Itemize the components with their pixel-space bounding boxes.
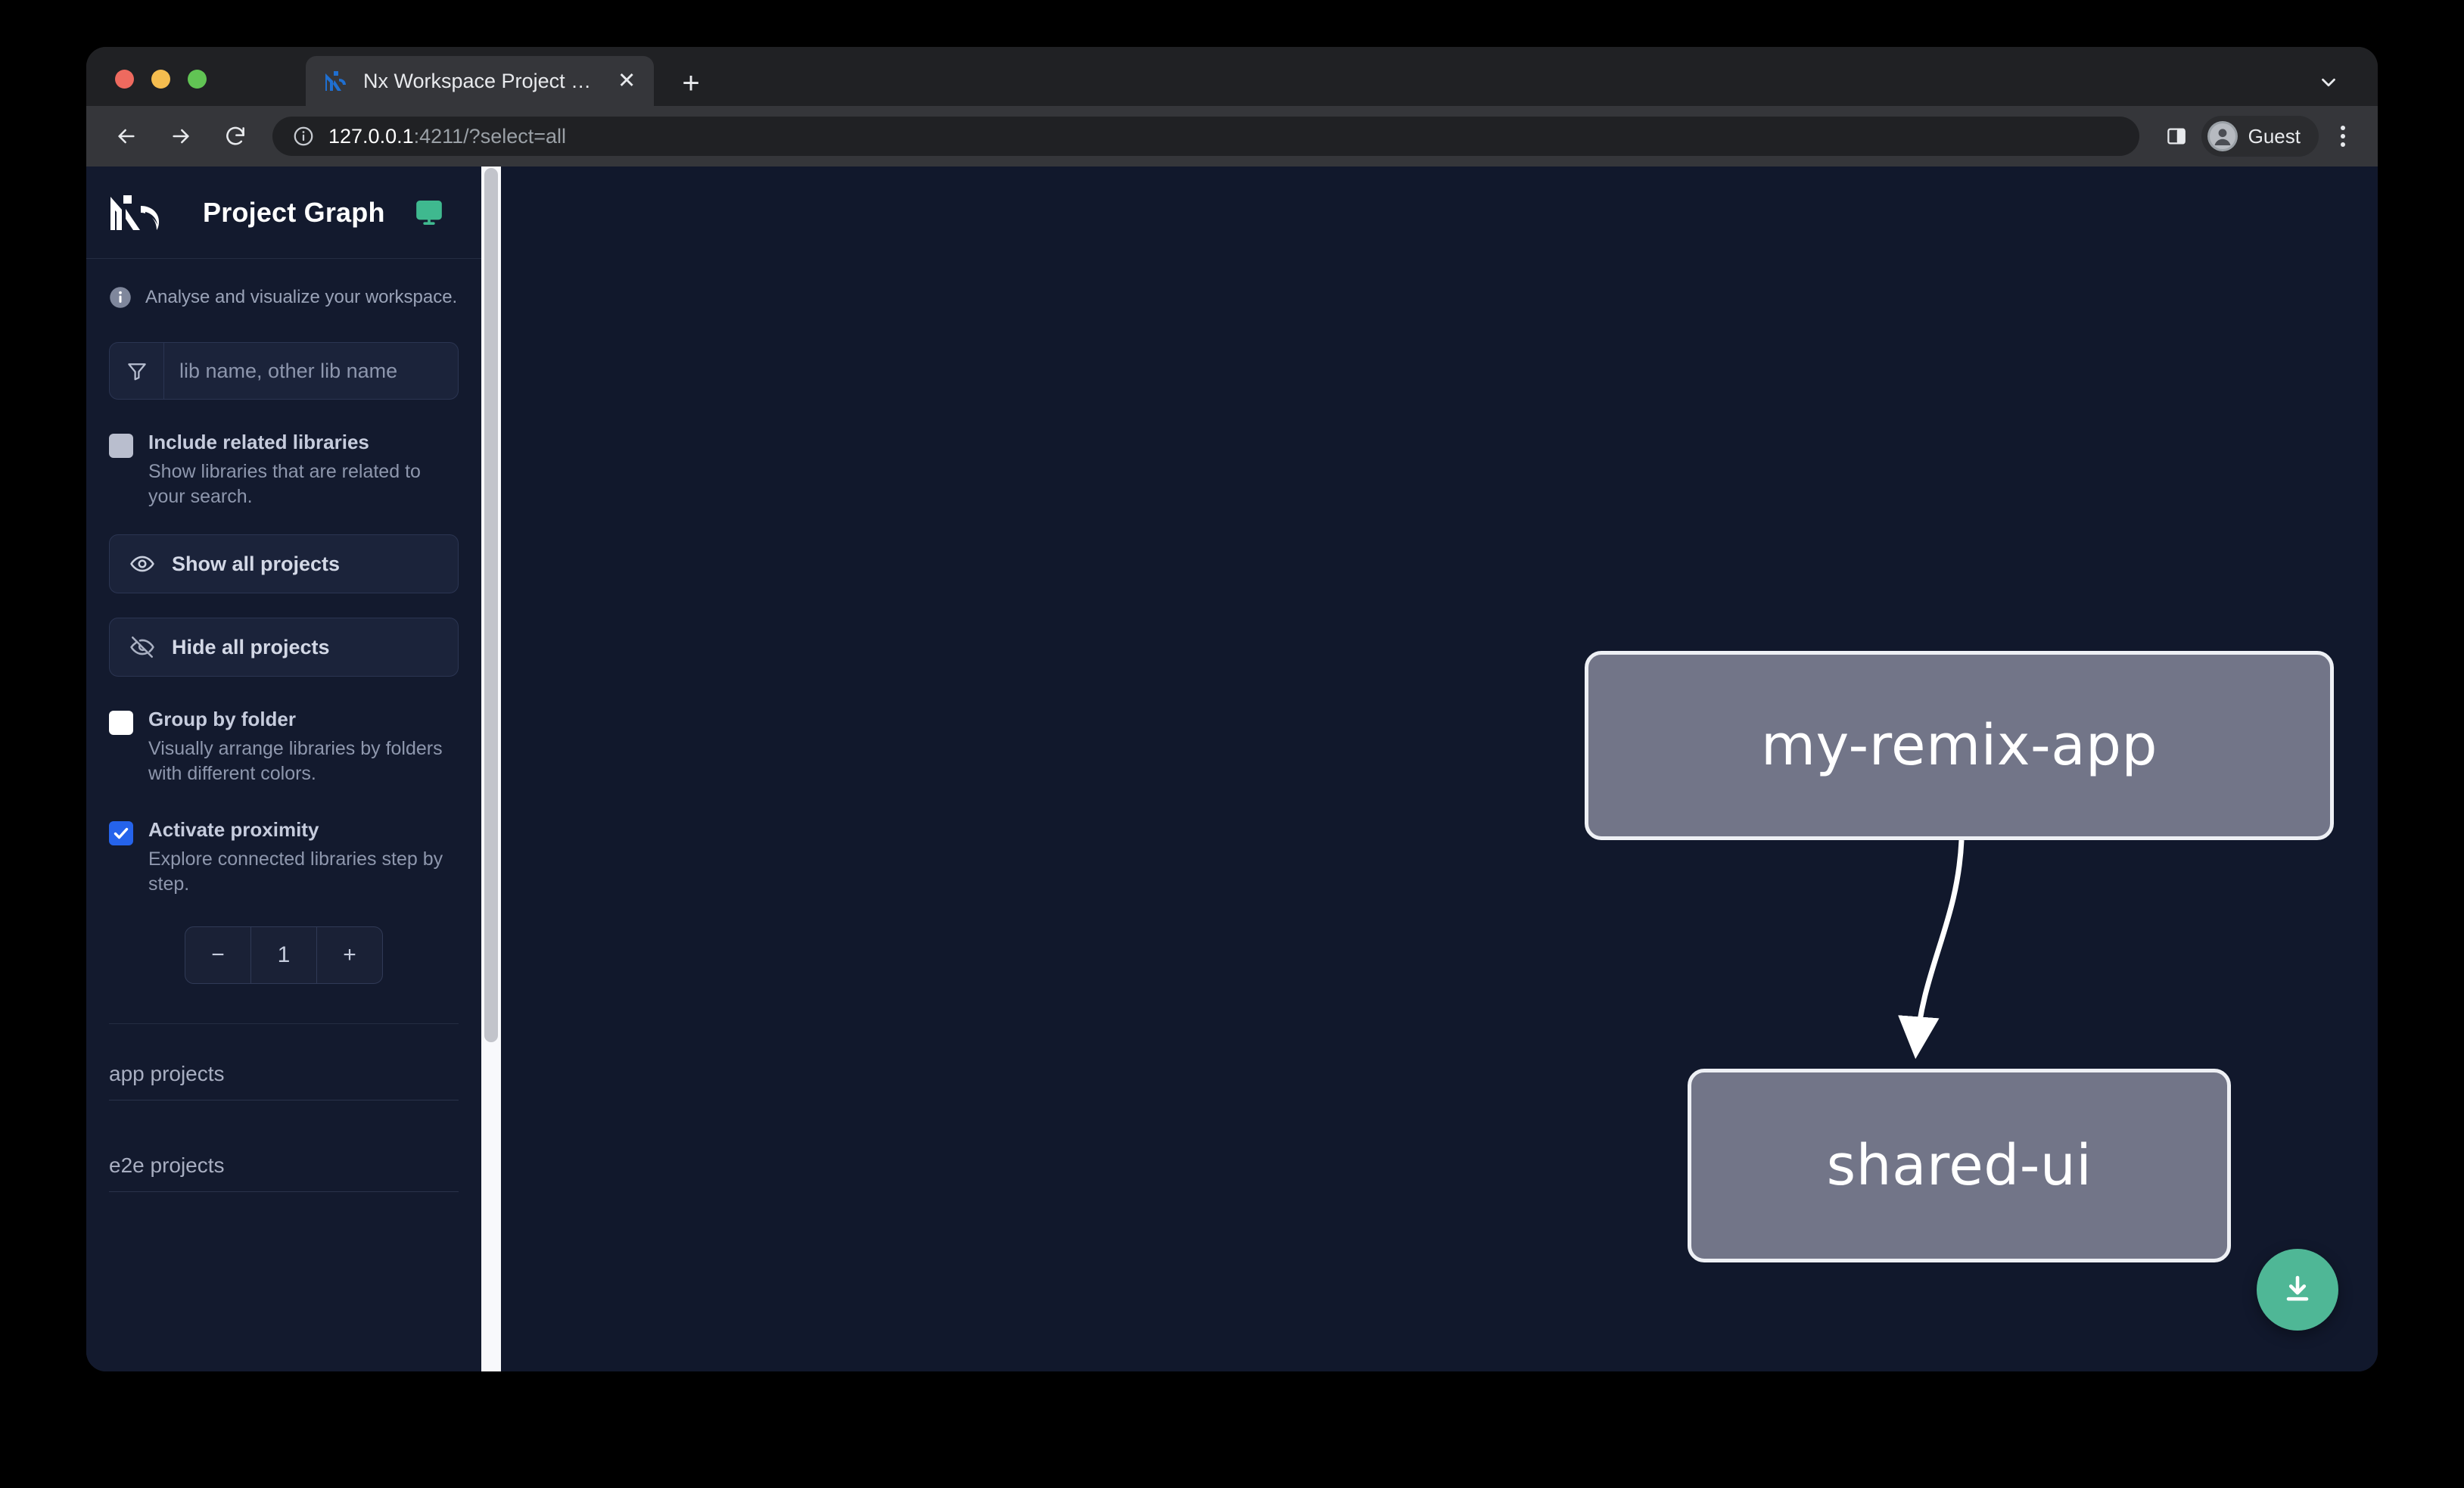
new-tab-button[interactable]: + (682, 67, 700, 100)
chevron-down-icon[interactable] (2311, 65, 2346, 100)
sidebar-body: Include related libraries Show libraries… (86, 309, 481, 1371)
option-label: Include related libraries (148, 431, 369, 453)
address-bar[interactable]: 127.0.0.1:4211/?select=all (272, 117, 2139, 156)
sidebar-scrollbar-thumb[interactable] (484, 168, 498, 1042)
side-panel-icon[interactable] (2159, 119, 2194, 154)
nx-logo (107, 194, 177, 232)
checkbox-group-by-folder[interactable] (109, 711, 133, 735)
option-label: Activate proximity (148, 818, 319, 841)
proximity-increment-button[interactable]: + (316, 927, 382, 983)
proximity-stepper: − 1 + (185, 926, 383, 984)
checkbox-activate-proximity[interactable] (109, 821, 133, 845)
eye-icon (129, 551, 155, 577)
close-tab-button[interactable]: ✕ (617, 68, 636, 93)
hide-all-projects-label: Hide all projects (172, 635, 330, 658)
funnel-filter-icon (110, 343, 164, 399)
workspace-note-text: Analyse and visualize your workspace. (145, 287, 458, 307)
sidebar-scrollbar[interactable] (481, 167, 501, 1371)
url-host: 127.0.0.1 (328, 124, 414, 148)
option-description: Show libraries that are related to your … (148, 460, 421, 508)
back-button[interactable] (109, 119, 144, 154)
option-description: Explore connected libraries step by step… (148, 848, 443, 895)
person-icon (2207, 121, 2238, 151)
kebab-menu-icon[interactable] (2326, 119, 2360, 154)
filter-field[interactable] (109, 342, 459, 400)
toolbar-right-actions: Guest (2159, 116, 2360, 157)
option-group-by-folder[interactable]: Group by folder Visually arrange librari… (109, 707, 459, 787)
graph-node-label: shared-ui (1826, 1133, 2092, 1198)
option-label: Group by folder (148, 708, 296, 730)
info-icon (109, 286, 132, 309)
monitor-icon[interactable] (414, 198, 444, 228)
show-all-projects-button[interactable]: Show all projects (109, 534, 459, 593)
sidebar: Project Graph Analyse and visualize your… (86, 167, 481, 1371)
graph-node-label: my-remix-app (1760, 713, 2158, 778)
url-path: :4211/?select=all (413, 124, 567, 148)
option-description: Visually arrange libraries by folders wi… (148, 737, 443, 785)
workspace-note: Analyse and visualize your workspace. (86, 259, 481, 309)
search-input[interactable] (164, 343, 458, 399)
sidebar-section-label: e2e projects (109, 1153, 459, 1192)
project-graph-canvas[interactable]: my-remix-app shared-ui (501, 167, 2378, 1371)
profile-button[interactable]: Guest (2201, 116, 2319, 157)
address-bar-url: 127.0.0.1:4211/?select=all (328, 125, 566, 148)
eye-off-icon (129, 634, 155, 660)
info-circle-icon[interactable] (292, 125, 315, 148)
hide-all-projects-button[interactable]: Hide all projects (109, 618, 459, 677)
sidebar-header: Project Graph (86, 167, 481, 259)
graph-edge-my-remix-app-to-shared-ui (1898, 839, 1965, 1060)
tab-title: Nx Workspace Project Graph (363, 69, 599, 92)
minimize-window-button[interactable] (151, 70, 170, 89)
sidebar-section-label: app projects (109, 1062, 459, 1100)
proximity-decrement-button[interactable]: − (185, 927, 250, 983)
checkbox-include-related-libraries[interactable] (109, 434, 133, 458)
sidebar-section-app-projects[interactable]: app projects (109, 1032, 459, 1111)
window-traffic-lights (115, 70, 207, 89)
maximize-window-button[interactable] (188, 70, 207, 89)
page-viewport: Project Graph Analyse and visualize your… (86, 167, 2378, 1371)
project-sections: app projects e2e projects (109, 1023, 459, 1203)
tab-strip: Nx Workspace Project Graph ✕ + (86, 47, 2378, 106)
browser-window: Nx Workspace Project Graph ✕ + (86, 47, 2378, 1371)
option-activate-proximity[interactable]: Activate proximity Explore connected lib… (109, 817, 459, 898)
browser-tab[interactable]: Nx Workspace Project Graph ✕ (306, 56, 654, 106)
browser-toolbar: 127.0.0.1:4211/?select=all Guest (86, 106, 2378, 167)
reload-button[interactable] (218, 119, 253, 154)
graph-node-shared-ui[interactable]: shared-ui (1688, 1069, 2231, 1262)
proximity-value: 1 (250, 927, 316, 983)
nx-favicon-icon (324, 70, 350, 92)
graph-edges (1898, 839, 1965, 1060)
option-include-related-libraries[interactable]: Include related libraries Show libraries… (109, 430, 459, 510)
profile-name: Guest (2248, 124, 2301, 148)
page-title: Project Graph (203, 196, 385, 228)
download-icon (2279, 1271, 2316, 1309)
download-graph-button[interactable] (2257, 1249, 2338, 1331)
forward-button[interactable] (163, 119, 198, 154)
close-window-button[interactable] (115, 70, 134, 89)
sidebar-section-e2e-projects[interactable]: e2e projects (109, 1123, 459, 1203)
graph-node-my-remix-app[interactable]: my-remix-app (1585, 651, 2334, 840)
show-all-projects-label: Show all projects (172, 552, 341, 575)
